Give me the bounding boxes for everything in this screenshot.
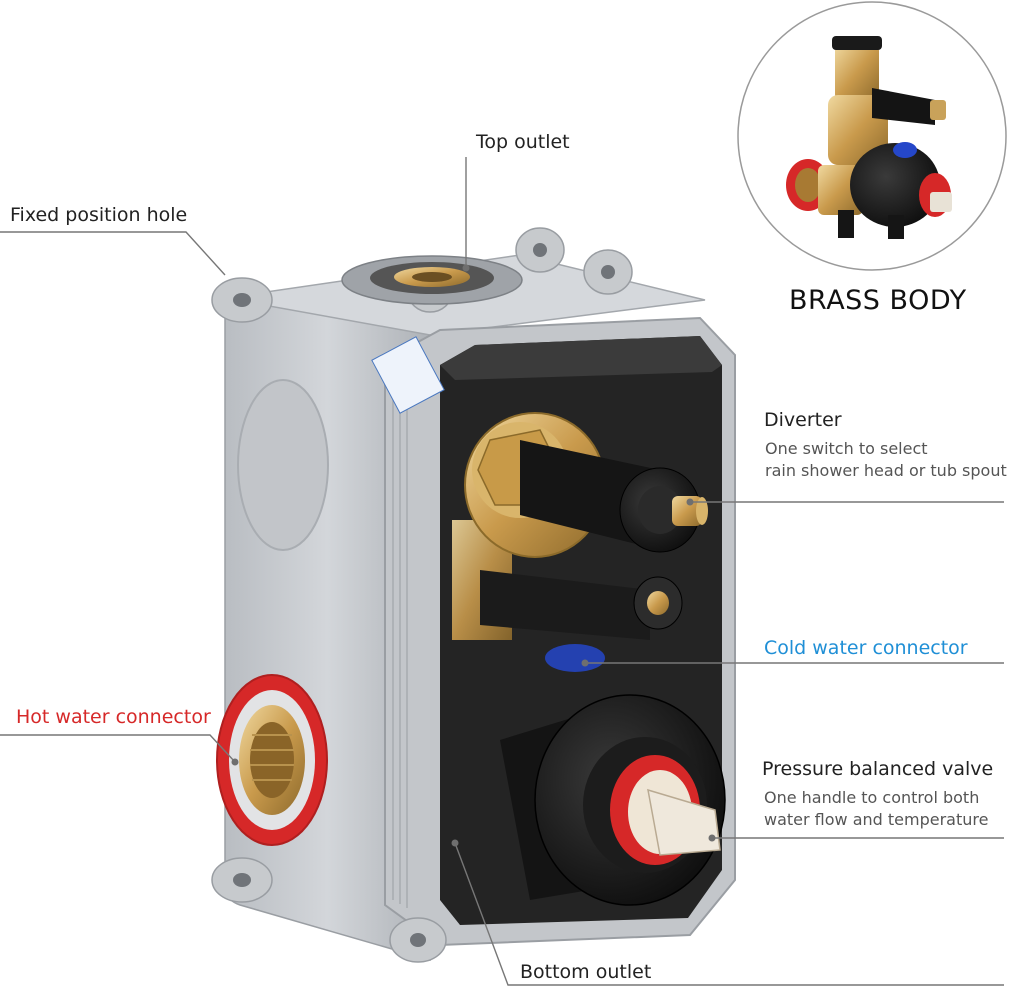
fixed-position-hole-label: Fixed position hole <box>10 204 188 226</box>
leader-fixed-position-hole <box>0 231 226 276</box>
bottom-outlet-label: Bottom outlet <box>520 961 652 983</box>
leader-dots <box>231 264 716 847</box>
leader-bottom-outlet <box>454 842 1004 986</box>
brass-body-inset <box>737 1 1007 271</box>
leader-lines <box>0 157 1004 986</box>
diverter-title: Diverter <box>764 409 842 431</box>
diverter-desc-line1: One switch to select <box>765 439 928 458</box>
hot-water-port <box>216 674 328 846</box>
cold-water-port <box>480 570 683 672</box>
top-outlet-port <box>341 255 523 305</box>
cold-water-connector-label: Cold water connector <box>764 637 968 659</box>
hot-water-connector-label: Hot water connector <box>16 706 211 728</box>
diverter-stem <box>520 440 708 553</box>
pressure-valve-desc-line2: water flow and temperature <box>764 810 989 829</box>
pressure-valve-desc-line1: One handle to control both <box>764 788 980 807</box>
pressure-balance-cartridge <box>500 694 726 906</box>
pressure-balanced-valve-title: Pressure balanced valve <box>762 758 994 780</box>
top-outlet-label: Top outlet <box>476 131 570 153</box>
brass-body-caption: BRASS BODY <box>789 285 967 316</box>
diverter-desc-line2: rain shower head or tub spout <box>765 461 1007 480</box>
leader-hot-water <box>0 734 236 763</box>
